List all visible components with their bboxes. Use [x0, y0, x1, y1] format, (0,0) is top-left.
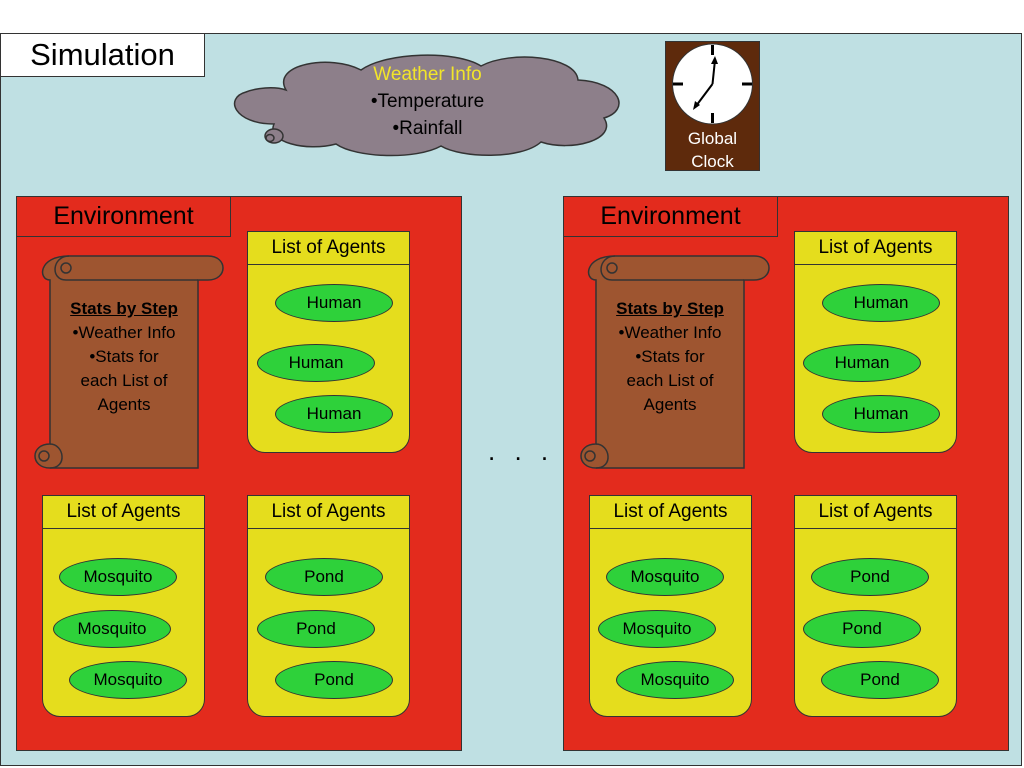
- agent-human: Human: [257, 344, 375, 382]
- environment-title: Environment: [16, 196, 231, 237]
- agent-pond: Pond: [811, 558, 929, 596]
- agent-list-ponds: List of Agents Pond Pond Pond: [794, 495, 957, 717]
- agent-mosquito: Mosquito: [606, 558, 724, 596]
- agent-human: Human: [803, 344, 921, 382]
- agent-list-humans: List of Agents Human Human Human: [247, 231, 410, 453]
- weather-item: •Rainfall: [392, 118, 463, 139]
- simulation-title: Simulation: [0, 33, 205, 77]
- clock-icon: [672, 43, 753, 125]
- agent-list-mosquitoes: List of Agents Mosquito Mosquito Mosquit…: [42, 495, 205, 717]
- weather-cloud: [234, 54, 620, 157]
- agent-mosquito: Mosquito: [598, 610, 716, 648]
- agent-list-header: List of Agents: [248, 232, 409, 265]
- agent-list-ponds: List of Agents Pond Pond Pond: [247, 495, 410, 717]
- stats-scroll: [34, 255, 224, 469]
- stats-title: Stats by Step: [616, 299, 724, 318]
- agent-human: Human: [822, 284, 940, 322]
- agent-mosquito: Mosquito: [69, 661, 187, 699]
- agent-list-header: List of Agents: [248, 496, 409, 529]
- stats-scroll: [580, 255, 770, 469]
- agent-pond: Pond: [257, 610, 375, 648]
- environment-title: Environment: [563, 196, 778, 237]
- agent-human: Human: [275, 395, 393, 433]
- agent-pond: Pond: [821, 661, 939, 699]
- agent-human: Human: [822, 395, 940, 433]
- agent-pond: Pond: [803, 610, 921, 648]
- agent-list-header: List of Agents: [795, 232, 956, 265]
- stats-text: Stats by Step •Weather Info •Stats for e…: [600, 297, 740, 417]
- weather-info-title: Weather Info: [373, 64, 482, 85]
- ellipsis: . . .: [488, 436, 555, 466]
- agent-list-humans: List of Agents Human Human Human: [794, 231, 957, 453]
- agent-mosquito: Mosquito: [616, 661, 734, 699]
- agent-mosquito: Mosquito: [59, 558, 177, 596]
- agent-mosquito: Mosquito: [53, 610, 171, 648]
- stats-text: Stats by Step •Weather Info •Stats for e…: [54, 297, 194, 417]
- agent-list-header: List of Agents: [590, 496, 751, 529]
- weather-info-text: Weather Info •Temperature •Rainfall: [300, 61, 555, 142]
- agent-pond: Pond: [265, 558, 383, 596]
- agent-pond: Pond: [275, 661, 393, 699]
- agent-list-header: List of Agents: [795, 496, 956, 529]
- agent-list-mosquitoes: List of Agents Mosquito Mosquito Mosquit…: [589, 495, 752, 717]
- agent-human: Human: [275, 284, 393, 322]
- stats-title: Stats by Step: [70, 299, 178, 318]
- weather-item: •Temperature: [370, 91, 485, 112]
- global-clock-label: Global Clock: [687, 129, 738, 171]
- agent-list-header: List of Agents: [43, 496, 204, 529]
